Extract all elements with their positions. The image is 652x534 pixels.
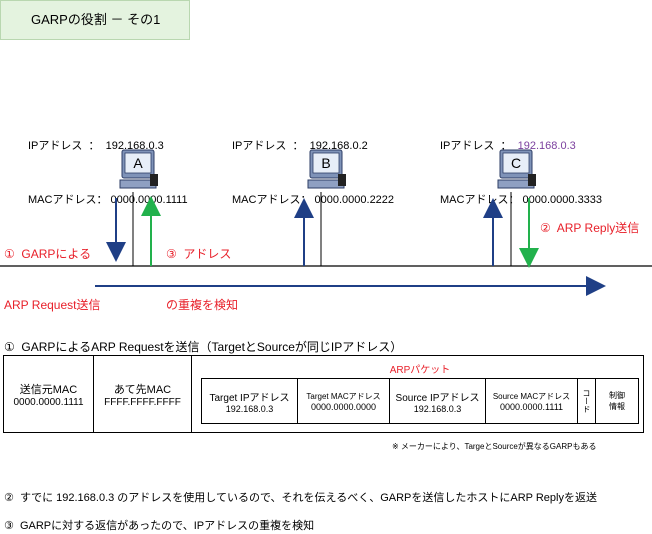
pc-c-icon: C xyxy=(497,149,537,189)
host-b-mac-label: MACアドレス： xyxy=(232,194,312,206)
pc-b-icon: B xyxy=(307,149,347,189)
src-mac-value: 0000.0000.1111 xyxy=(13,396,84,408)
arp-field-label: コード xyxy=(582,389,591,413)
packet-heading: ① GARPによるARP Requestを送信（TargetとSourceが同じ… xyxy=(4,340,403,354)
svg-text:A: A xyxy=(133,155,143,171)
host-a-ip: 192.168.0.3 xyxy=(105,140,164,152)
arp-field-code: コード xyxy=(578,379,596,423)
dst-mac-cell: あて先MAC FFFF.FFFF.FFFF xyxy=(94,356,192,432)
pc-a-icon: A xyxy=(119,149,159,189)
step1-label: ① GARPによる ARP Request送信 xyxy=(4,212,101,331)
arp-field-value: 192.168.0.3 xyxy=(225,403,274,414)
arp-field-label: 制御情報 xyxy=(609,391,625,411)
arp-field-value: 192.168.0.3 xyxy=(413,403,462,414)
arp-field-target-mac: Target MACアドレス 0000.0000.0000 xyxy=(298,379,390,423)
description-step3: ③ GARPに対する返信があったので、IPアドレスの重複を検知 xyxy=(4,520,315,532)
step1-line2: ARP Request送信 xyxy=(4,298,101,312)
dst-mac-label: あて先MAC xyxy=(113,383,172,396)
arp-field-source-ip: Source IPアドレス 192.168.0.3 xyxy=(390,379,486,423)
host-b-ip: 192.168.0.2 xyxy=(309,140,368,152)
arp-field-target-ip: Target IPアドレス 192.168.0.3 xyxy=(202,379,298,423)
host-c-ip: 192.168.0.3 xyxy=(517,140,576,152)
arp-field-label: Source IPアドレス xyxy=(395,392,480,404)
arp-field-label: Target MACアドレス xyxy=(306,391,381,401)
host-a-ip-label: IPアドレス ： xyxy=(28,140,100,152)
step1-line1: ① GARPによる xyxy=(4,247,92,261)
host-c-info: IPアドレス ： 192.168.0.3 MACアドレス： 0000.0000.… xyxy=(440,101,602,227)
network-diagram: A B C xyxy=(0,149,652,296)
arp-packet-label: ARPパケット xyxy=(389,365,451,376)
description-step2: ② すでに 192.168.0.3 のアドレスを使用しているので、それを伝えるべ… xyxy=(4,492,597,504)
arp-field-source-mac: Source MACアドレス 0000.0000.1111 xyxy=(486,379,578,423)
host-b-mac: 0000.0000.2222 xyxy=(314,194,395,206)
host-c-mac: 0000.0000.3333 xyxy=(522,194,603,206)
arp-field-label: Source MACアドレス xyxy=(492,391,571,401)
arp-field-value: 0000.0000.0000 xyxy=(310,401,377,412)
packet-frame xyxy=(3,355,644,433)
src-mac-cell: 送信元MAC 0000.0000.1111 xyxy=(4,356,94,432)
step3-line2: の重複を検知 xyxy=(166,298,239,312)
svg-text:B: B xyxy=(321,155,330,171)
svg-text:C: C xyxy=(511,155,521,171)
host-b-ip-label: IPアドレス ： xyxy=(232,140,304,152)
step3-label: ③ アドレス の重複を検知 xyxy=(166,212,238,331)
packet-note: ※ メーカーにより、TargeとSourceが異なるGARPもある xyxy=(392,442,597,451)
src-mac-label: 送信元MAC xyxy=(19,383,78,396)
step3-line1: ③ アドレス xyxy=(166,247,232,261)
host-c-ip-label: IPアドレス ： xyxy=(440,140,512,152)
arp-field-control: 制御情報 xyxy=(596,379,638,423)
step2-label: ② ARP Reply送信 xyxy=(540,221,640,235)
page-title: GARPの役割 － その1 xyxy=(0,0,190,40)
arp-field-value: 0000.0000.1111 xyxy=(499,401,564,412)
host-b-info: IPアドレス ： 192.168.0.2 MACアドレス： 0000.0000.… xyxy=(232,101,394,227)
host-a-mac-label: MACアドレス： xyxy=(28,194,108,206)
dst-mac-value: FFFF.FFFF.FFFF xyxy=(104,396,181,408)
arp-packet: Target IPアドレス 192.168.0.3 Target MACアドレス… xyxy=(201,378,639,424)
arp-field-label: Target IPアドレス xyxy=(209,392,290,404)
